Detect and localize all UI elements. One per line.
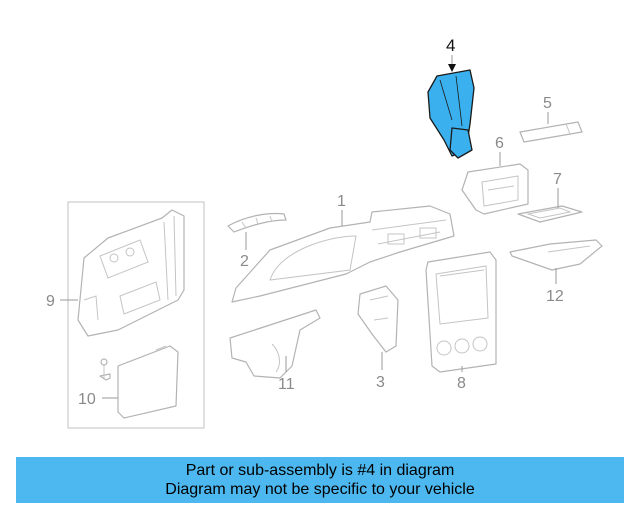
part-9[interactable] [77, 209, 185, 337]
callout-12[interactable]: 12 [546, 288, 564, 305]
callout-3[interactable]: 3 [376, 374, 385, 391]
callout-8[interactable]: 8 [457, 375, 466, 392]
callout-6[interactable]: 6 [495, 135, 504, 152]
part-1[interactable] [231, 205, 455, 303]
part-11[interactable] [229, 309, 321, 379]
banner-line-2: Diagram may not be specific to your vehi… [165, 481, 475, 498]
part-3[interactable] [357, 285, 399, 353]
callout-11[interactable]: 11 [278, 376, 295, 393]
callout-2[interactable]: 2 [240, 253, 249, 270]
info-banner: Part or sub-assembly is #4 in diagram Di… [16, 457, 624, 503]
callout-4[interactable]: 4 [446, 36, 455, 55]
callout-10[interactable]: 10 [78, 391, 96, 408]
part-5[interactable] [519, 121, 583, 143]
part-4-highlighted[interactable] [427, 69, 475, 159]
banner-line-1: Part or sub-assembly is #4 in diagram [185, 462, 455, 479]
part-6[interactable] [461, 163, 529, 215]
part-10-clip [99, 358, 111, 381]
leader-4-arrow [448, 64, 456, 72]
callout-9[interactable]: 9 [46, 293, 55, 310]
part-12[interactable] [509, 239, 603, 271]
part-8[interactable] [425, 251, 497, 373]
callout-7[interactable]: 7 [553, 171, 562, 188]
callout-5[interactable]: 5 [543, 95, 552, 112]
part-2[interactable] [227, 212, 287, 233]
inset-box [67, 201, 205, 429]
part-10[interactable] [117, 345, 179, 419]
callout-1[interactable]: 1 [337, 193, 346, 210]
part-7[interactable] [517, 205, 583, 223]
